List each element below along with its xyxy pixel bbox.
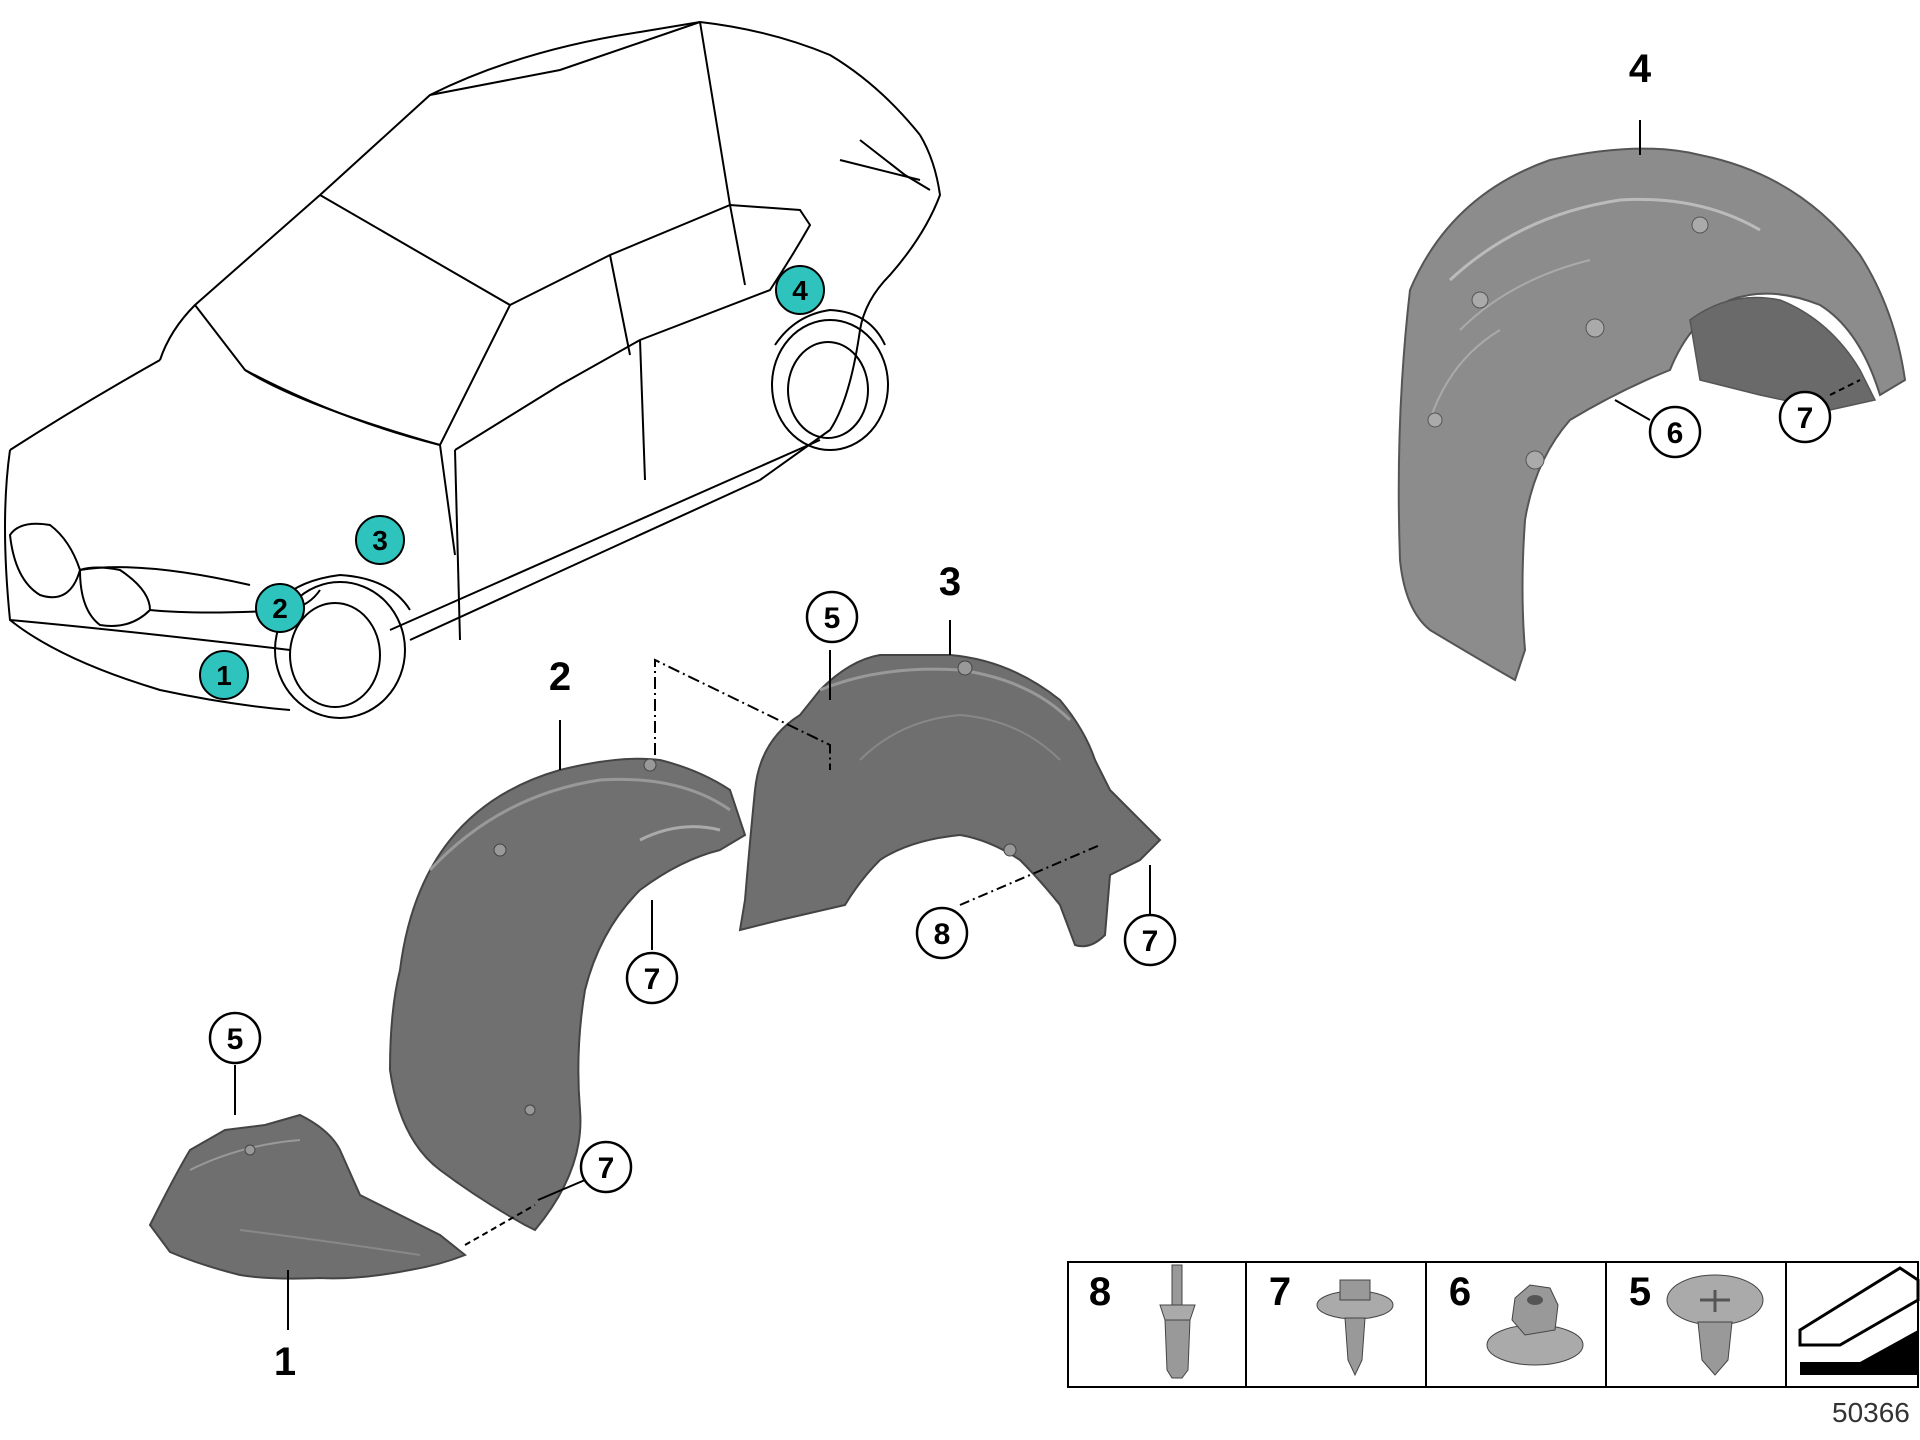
callout-5-left-label: 5 [227,1023,244,1056]
location-marker-3-label: 3 [372,525,388,556]
spreader-nut-icon [1666,1274,1764,1376]
callout-7-right-leader [1829,379,1861,396]
callout-7-p1-leader [537,1179,586,1201]
part-3-label: 3 [939,560,961,604]
fastener-legend: 8 7 6 5 [1067,1261,1920,1388]
location-marker-3: 3 [355,515,405,565]
callout-8-label: 8 [934,918,951,951]
callout-8-leader [959,844,1101,906]
callout-7-p1-label: 7 [598,1152,615,1185]
callout-7-p3-label: 7 [1142,925,1159,958]
car-outline [4,20,942,719]
part-4-rear-wheel-arch-liner [1397,120,1907,682]
callout-5-mid: 5 [805,590,859,644]
legend-item-5: 5 [1629,1270,1764,1376]
callout-7-right: 7 [1778,390,1832,444]
callout-7-p3: 7 [1123,913,1177,967]
part-3-wheel-arch-liner-rear [738,620,1162,948]
callout-7-p2-label: 7 [644,963,661,996]
location-marker-1-label: 1 [216,660,232,691]
location-marker-1: 1 [199,650,249,700]
connector-line [654,658,831,770]
part-1-front-cover [148,1113,467,1330]
part-2-wheel-arch-liner-front [388,720,747,1232]
part-4-label: 4 [1629,47,1652,91]
location-markers: 1 2 3 4 [199,265,825,700]
callout-6-leader [1614,399,1651,421]
legend-number-7: 7 [1269,1270,1291,1314]
legend-item-7: 7 [1269,1270,1394,1377]
location-marker-4: 4 [775,265,825,315]
legend-item-6: 6 [1449,1270,1584,1366]
direction-arrow-icon [1798,1266,1920,1375]
callout-5-mid-label: 5 [824,602,841,635]
hex-nut-icon [1486,1284,1584,1366]
legend-number-5: 5 [1629,1270,1651,1314]
callout-8: 8 [915,906,969,960]
callout-7-right-label: 7 [1797,402,1814,435]
location-marker-4-label: 4 [792,275,808,306]
callout-7-p2: 7 [625,951,679,1005]
callout-7-p1-link [464,1204,536,1246]
callout-7-p1: 7 [579,1140,633,1194]
legend-number-6: 6 [1449,1270,1471,1314]
part-2-label: 2 [549,655,571,699]
part-1-label: 1 [274,1340,296,1384]
expanding-rivet-icon [1159,1264,1196,1379]
callout-6-label: 6 [1667,417,1684,450]
legend-number-8: 8 [1089,1270,1111,1314]
callout-5-left: 5 [208,1011,262,1065]
collar-screw-icon [1316,1279,1394,1377]
callout-6: 6 [1648,405,1702,459]
diagram-reference-number: 50366 [1832,1397,1910,1428]
location-marker-2: 2 [255,583,305,633]
location-marker-2-label: 2 [272,593,288,624]
legend-item-8: 8 [1089,1264,1196,1379]
